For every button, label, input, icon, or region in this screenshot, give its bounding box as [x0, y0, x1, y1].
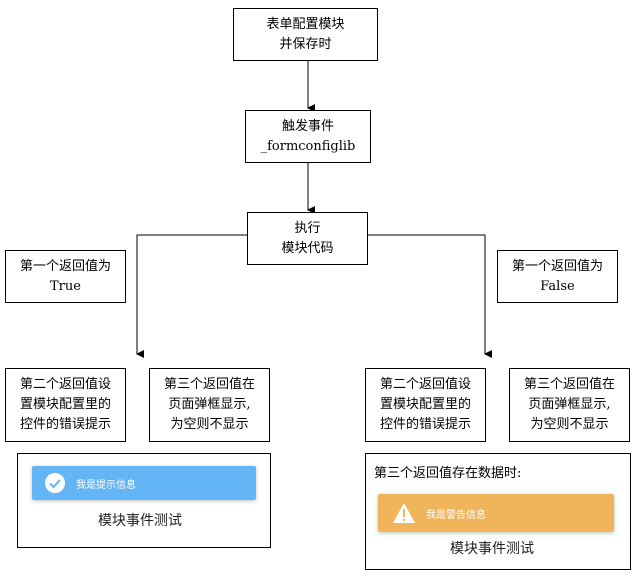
info-toast: 我是提示信息 — [32, 466, 256, 500]
check-circle-icon — [45, 473, 65, 493]
node-return-true-line2: True — [50, 278, 81, 294]
node-save-config-line2: 并保存时 — [279, 36, 332, 52]
node-save-config: 表单配置模块 并保存时 — [233, 8, 378, 61]
node-return-false-line2: False — [540, 278, 575, 294]
node-return-true: 第一个返回值为 True — [5, 250, 126, 303]
node-right-second-line3: 控件的错误提示 — [379, 417, 471, 432]
node-right-third-line2: 页面弹框显示, — [528, 397, 611, 412]
node-left-second-line1: 第二个返回值设 — [19, 377, 111, 392]
node-trigger-event-line1: 触发事件 — [281, 118, 334, 134]
node-left-second-line3: 控件的错误提示 — [19, 417, 111, 432]
node-left-third-line1: 第三个返回值在 — [163, 377, 255, 392]
left-example-panel: 我是提示信息 模块事件测试 — [17, 453, 271, 548]
node-left-third-return: 第三个返回值在 页面弹框显示, 为空则不显示 — [149, 368, 270, 442]
node-right-third-line3: 为空则不显示 — [530, 417, 609, 432]
node-execute-code-line1: 执行 — [294, 220, 321, 236]
node-return-false: 第一个返回值为 False — [497, 250, 618, 303]
node-return-false-line1: 第一个返回值为 — [511, 258, 603, 274]
info-toast-text: 我是提示信息 — [76, 479, 136, 491]
node-right-third-return: 第三个返回值在 页面弹框显示, 为空则不显示 — [509, 368, 630, 442]
warning-toast-text: 我是警告信息 — [426, 509, 486, 521]
node-right-second-line2: 置模块配置里的 — [379, 397, 471, 412]
node-left-third-line3: 为空则不显示 — [170, 417, 249, 432]
warning-toast: 我是警告信息 — [378, 494, 614, 532]
node-trigger-event: 触发事件 _formconfiglib — [245, 110, 371, 163]
arrow-execute-to-left — [136, 234, 248, 358]
node-left-second-line2: 置模块配置里的 — [19, 397, 111, 412]
arrow-execute-to-right — [368, 234, 492, 358]
node-execute-code-line2: 模块代码 — [281, 240, 334, 256]
right-example-panel: 第三个返回值存在数据时: 我是警告信息 模块事件测试 — [365, 453, 631, 570]
right-panel-caption: 模块事件测试 — [450, 541, 534, 557]
node-execute-code: 执行 模块代码 — [247, 212, 368, 265]
node-left-third-line2: 页面弹框显示, — [168, 397, 251, 412]
node-trigger-event-line2: _formconfiglib — [260, 138, 356, 154]
node-left-second-return: 第二个返回值设 置模块配置里的 控件的错误提示 — [5, 368, 126, 442]
node-right-third-line1: 第三个返回值在 — [523, 377, 615, 392]
right-panel-header: 第三个返回值存在数据时: — [374, 466, 522, 481]
left-panel-caption: 模块事件测试 — [98, 513, 182, 529]
node-right-second-line1: 第二个返回值设 — [379, 377, 471, 392]
node-right-second-return: 第二个返回值设 置模块配置里的 控件的错误提示 — [365, 368, 486, 442]
node-save-config-line1: 表单配置模块 — [266, 16, 345, 32]
warning-triangle-icon — [393, 503, 415, 523]
node-return-true-line1: 第一个返回值为 — [19, 258, 111, 274]
